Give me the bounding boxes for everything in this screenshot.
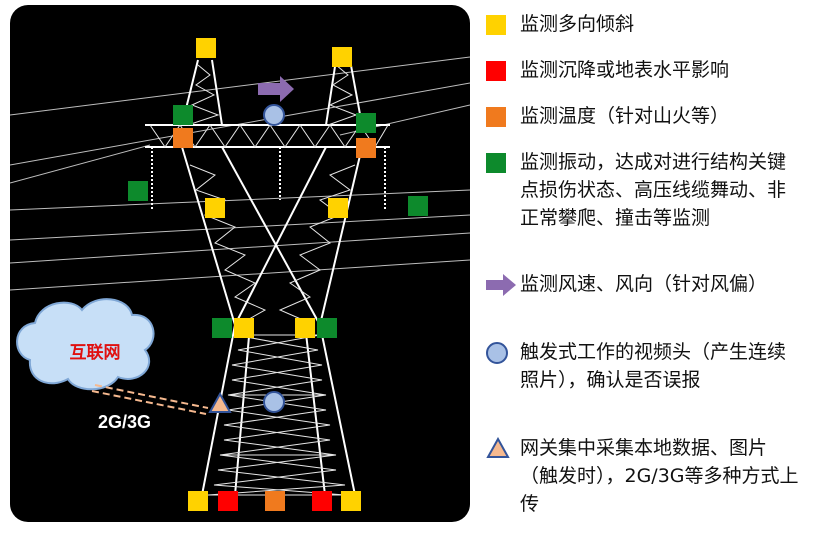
tilt-sensor-marker	[188, 491, 208, 511]
tilt-sensor-marker	[328, 198, 348, 218]
gateway-link	[91, 384, 209, 415]
sensor-markers	[128, 38, 428, 511]
vibration-sensor-marker	[173, 105, 193, 125]
orange-triangle-icon	[486, 437, 510, 458]
green-square-icon	[486, 153, 506, 173]
internet-label: 互联网	[69, 343, 121, 363]
tilt-sensor-marker	[234, 318, 254, 338]
settlement-sensor-marker	[218, 491, 238, 511]
legend-text: 触发式工作的视频头（产生连续照片），确认是否误报	[520, 341, 787, 391]
vibration-sensor-marker	[212, 318, 232, 338]
tilt-sensor-marker	[295, 318, 315, 338]
temperature-sensor-marker	[173, 128, 193, 148]
tilt-sensor-marker	[205, 198, 225, 218]
blue-circle-icon	[486, 342, 508, 364]
legend-text: 监测温度（针对山火等）	[520, 105, 730, 127]
network-label: 2G/3G	[98, 412, 152, 432]
vibration-sensor-marker	[356, 113, 376, 133]
orange-square-icon	[486, 107, 506, 127]
video-camera-marker	[263, 104, 285, 126]
legend-text: 监测沉降或地表水平影响	[520, 59, 730, 81]
tilt-sensor-marker	[341, 491, 361, 511]
temperature-sensor-marker	[265, 491, 285, 511]
internet-cloud	[16, 298, 155, 391]
insulators	[151, 147, 386, 210]
power-lines	[10, 56, 470, 291]
red-square-icon	[486, 61, 506, 81]
tilt-sensor-marker	[332, 47, 352, 67]
tilt-sensor-marker	[196, 38, 216, 58]
yellow-square-icon	[486, 15, 506, 35]
temperature-sensor-marker	[356, 138, 376, 158]
purple-arrow-icon	[486, 274, 516, 296]
wind-sensor-arrow	[258, 76, 294, 102]
vibration-sensor-marker	[128, 181, 148, 201]
legend-text: 监测振动，达成对进行结构关键点损伤状态、高压线缆舞动、非正常攀爬、撞击等监测	[520, 151, 787, 229]
video-camera-marker	[263, 391, 285, 413]
tower-diagram: 互联网 2G/3G	[10, 5, 470, 522]
settlement-sensor-marker	[312, 491, 332, 511]
vibration-sensor-marker	[408, 196, 428, 216]
gateway-marker	[208, 391, 232, 413]
legend-text: 监测风速、风向（针对风偏）	[520, 273, 768, 295]
tower-illustration	[10, 38, 470, 511]
legend-text: 网关集中采集本地数据、图片（触发时），2G/3G等多种方式上传	[520, 437, 799, 515]
legend-text: 监测多向倾斜	[520, 13, 635, 35]
legend: 监测多向倾斜 监测沉降或地表水平影响 监测温度（针对山火等） 监测振动，达成对进…	[486, 0, 806, 534]
tower-frame	[145, 59, 390, 496]
vibration-sensor-marker	[317, 318, 337, 338]
